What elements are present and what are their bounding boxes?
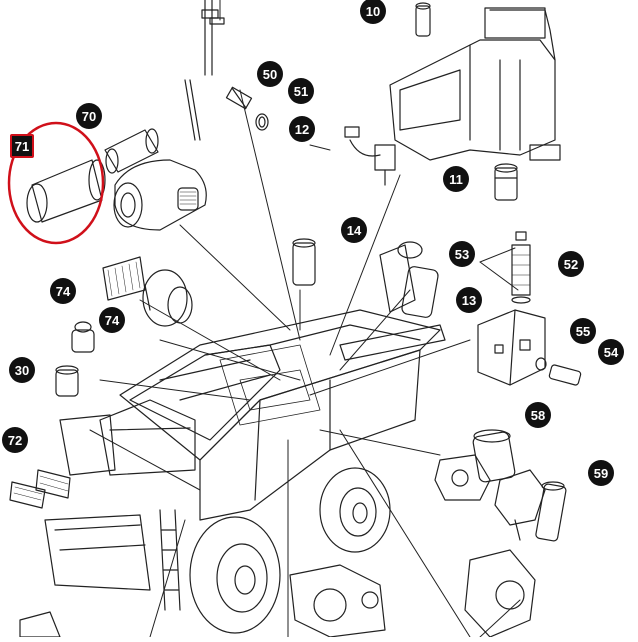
callout-10[interactable]: 10 [360, 0, 386, 24]
part-10-filter [415, 2, 431, 37]
part-12-sensor [344, 126, 396, 186]
callout-30[interactable]: 30 [9, 357, 35, 383]
air-cleaner-housing [113, 159, 207, 231]
ladder [159, 509, 181, 611]
callout-13[interactable]: 13 [456, 287, 482, 313]
callout-74-round[interactable]: 74 [99, 307, 125, 333]
callout-72[interactable]: 72 [2, 427, 28, 453]
part-54-plug [548, 364, 582, 386]
part-71-filter [26, 159, 106, 223]
upper-pipe-frame [184, 0, 225, 141]
front-wheel [189, 516, 281, 634]
hydraulic-pump-58 [434, 454, 491, 501]
part-14-filter [292, 238, 316, 286]
rear-wheel [319, 467, 391, 553]
part-74-round-filter [142, 269, 193, 327]
highlight-circle [7, 121, 105, 245]
part-72-panel-filter [9, 469, 71, 509]
part-74-panel-filter [102, 256, 146, 301]
callout-52[interactable]: 52 [558, 251, 584, 277]
part-13-filter [379, 241, 439, 318]
callout-55[interactable]: 55 [570, 318, 596, 344]
callout-51[interactable]: 51 [288, 78, 314, 104]
part-52-strainer [511, 231, 531, 304]
part-59-filter [535, 481, 567, 542]
part-30-pump [55, 321, 95, 397]
part-50-fitting [225, 86, 253, 110]
gearbox-bottom-right [464, 549, 536, 638]
callout-58[interactable]: 58 [525, 402, 551, 428]
callout-50[interactable]: 50 [257, 61, 283, 87]
part-58-filter [472, 429, 516, 483]
gearbox-bottom-center [289, 564, 386, 638]
fuel-tank-assembly [389, 7, 561, 161]
part-70-filter [104, 128, 159, 174]
callout-71[interactable]: 71 [10, 134, 34, 158]
hydraulic-tank [477, 309, 546, 386]
callout-11[interactable]: 11 [443, 166, 469, 192]
callout-53[interactable]: 53 [449, 241, 475, 267]
part-11-filter [494, 163, 518, 201]
combine-harvester [44, 309, 446, 634]
part-55-ring [535, 357, 547, 371]
callout-14[interactable]: 14 [341, 217, 367, 243]
part-51-ring [255, 113, 269, 131]
callout-74-panel[interactable]: 74 [50, 278, 76, 304]
callout-54[interactable]: 54 [598, 339, 624, 365]
leader-lines [89, 0, 521, 638]
bottom-left-part [19, 611, 61, 638]
callout-12[interactable]: 12 [289, 116, 315, 142]
callout-70[interactable]: 70 [76, 103, 102, 129]
callout-59[interactable]: 59 [588, 460, 614, 486]
hydraulic-pump-59 [494, 469, 546, 541]
